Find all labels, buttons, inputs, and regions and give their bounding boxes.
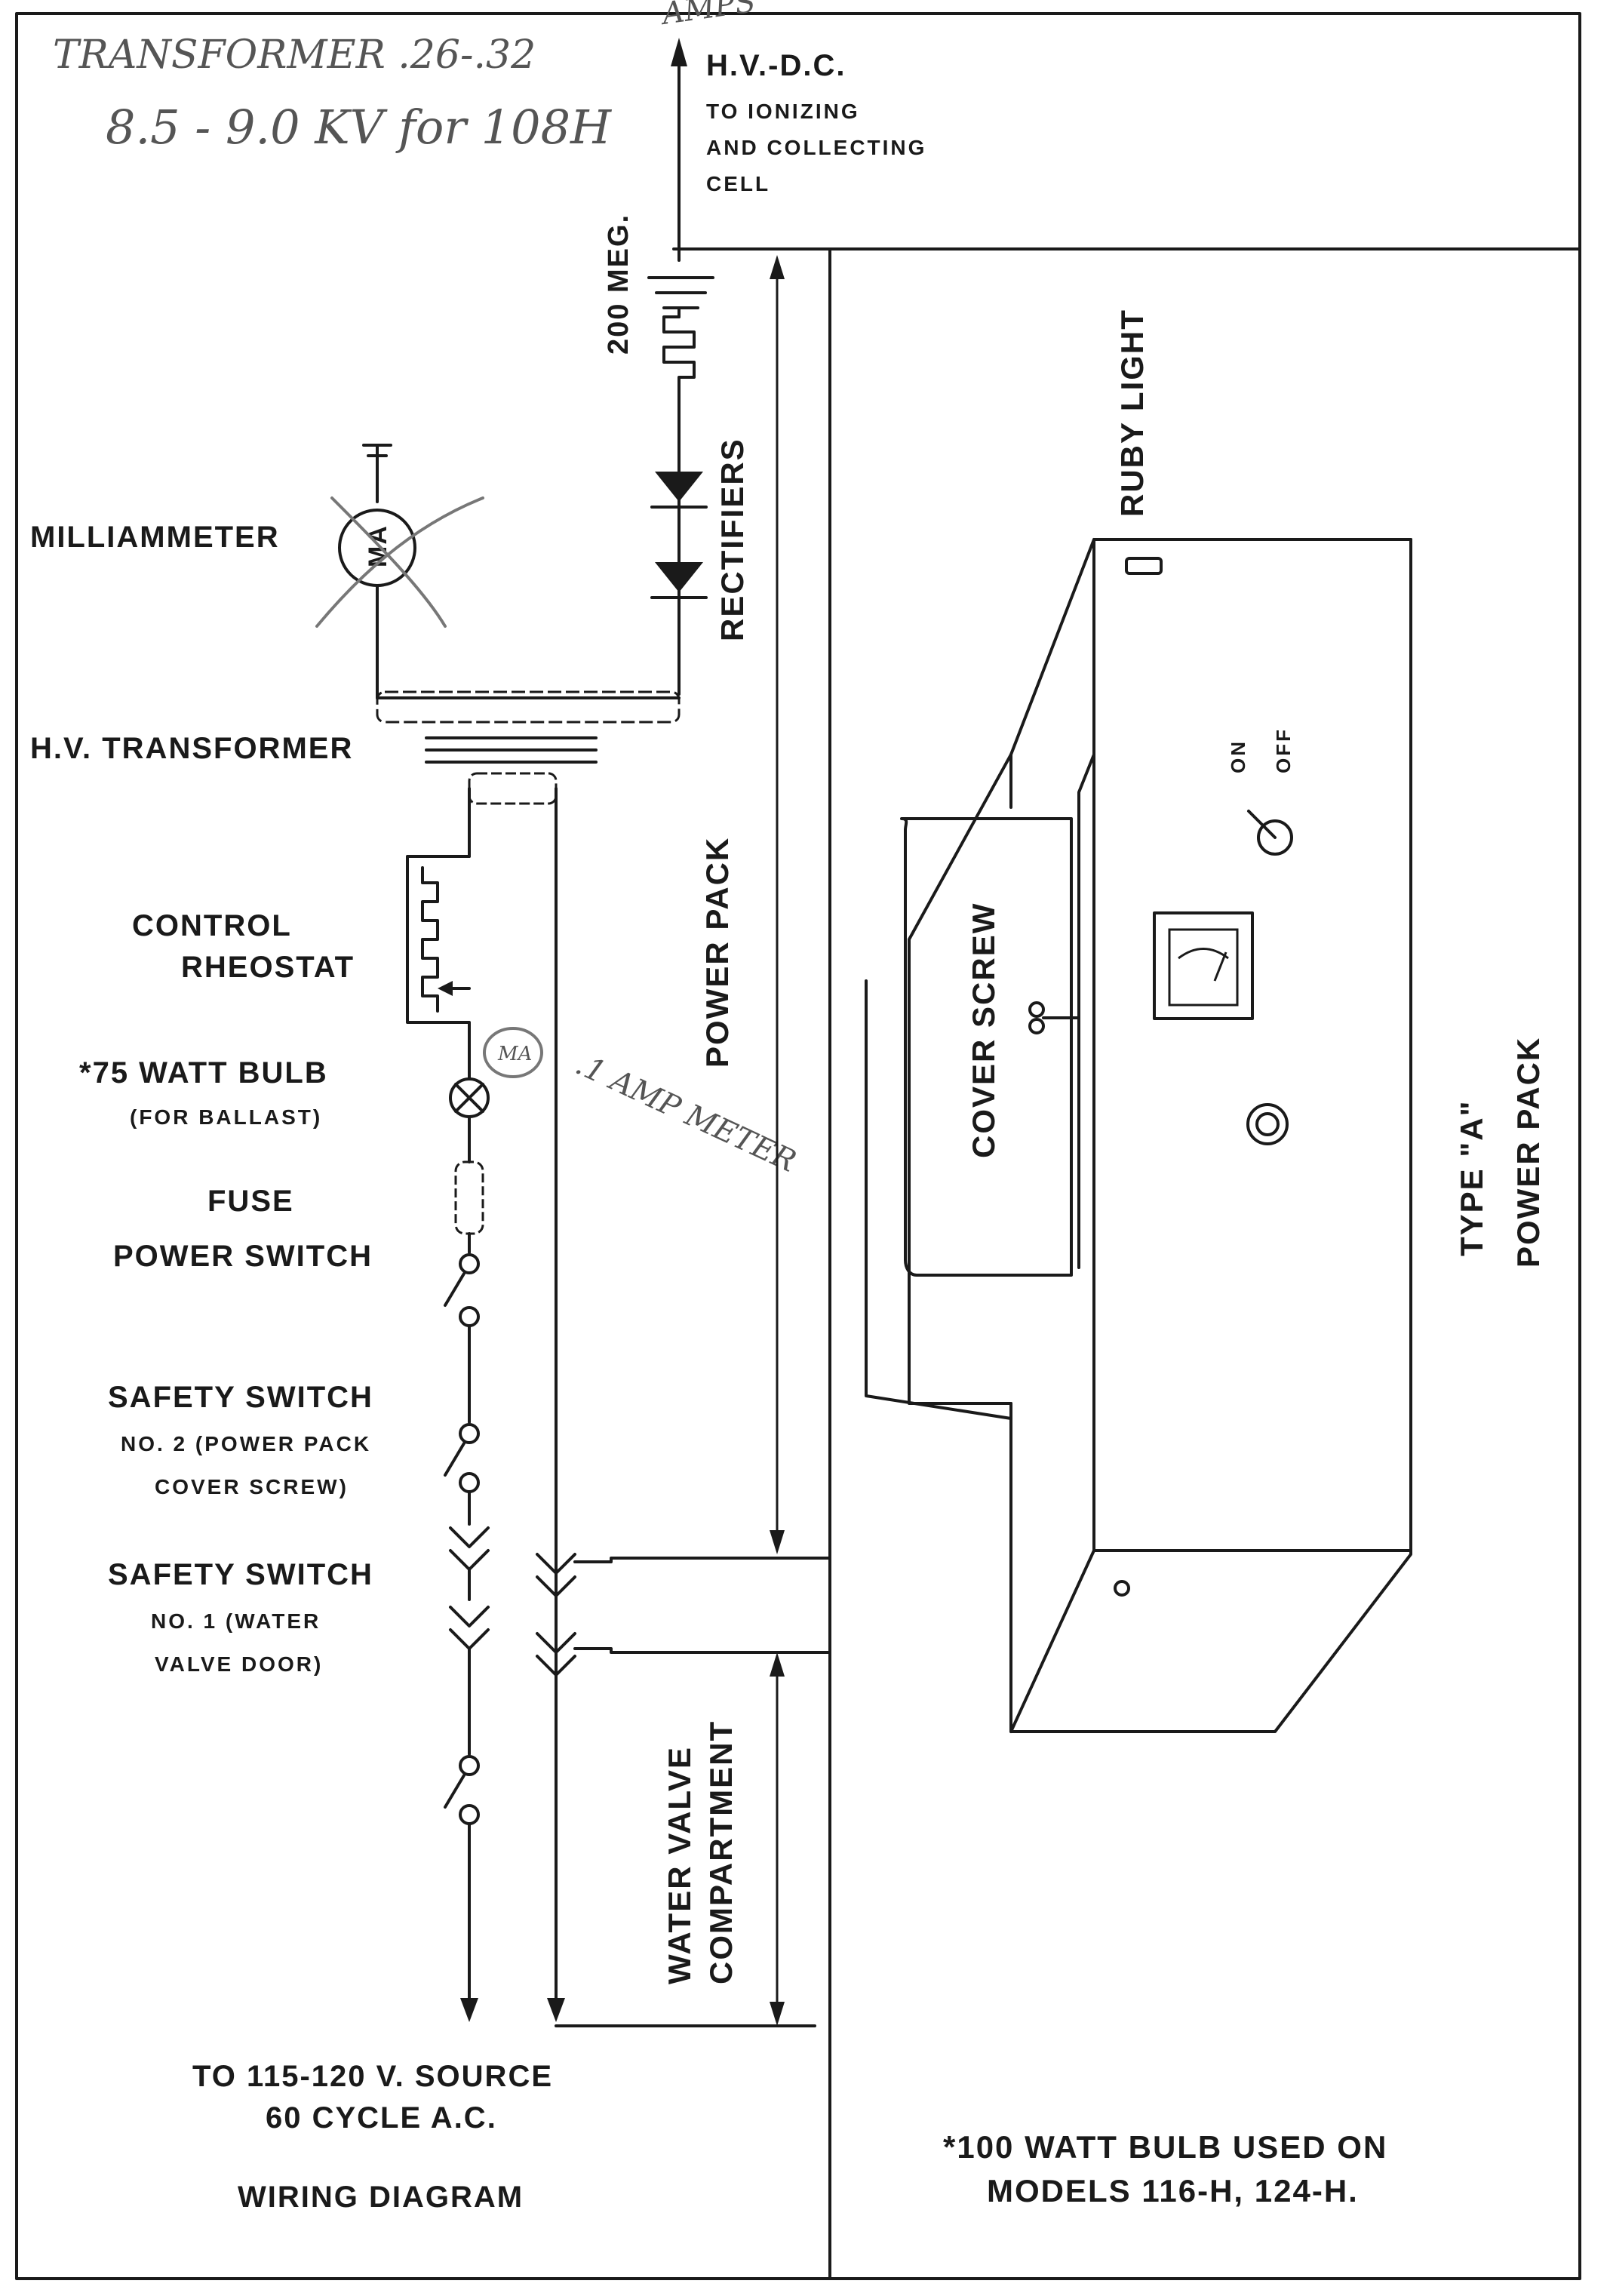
off-label: OFF	[1272, 727, 1295, 773]
type-power-pack-label: POWER PACK	[1510, 1037, 1546, 1268]
rectifiers-label: RECTIFIERS	[714, 438, 750, 641]
fuse: FUSE	[207, 1160, 484, 1254]
milliammeter: MA MILLIAMMETER	[30, 444, 484, 699]
resistor-200-meg: 200 MEG.	[603, 214, 714, 394]
power-pack-dimension: POWER PACK	[699, 255, 785, 1554]
pencil-ma-annotation: MA .1 AMP METER	[483, 1027, 801, 1179]
lower-switch	[444, 1755, 480, 2022]
power-pack-label: POWER PACK	[699, 837, 735, 1068]
resistor-label: 200 MEG.	[603, 214, 634, 355]
knob-icon	[1246, 1103, 1289, 1145]
ma-circle-note: MA	[497, 1043, 532, 1065]
power-pack-box: RUBY LIGHT ON OFF COVER SCREW TYPE "A" P…	[865, 309, 1546, 2208]
bulb-note: (FOR BALLAST)	[130, 1105, 322, 1129]
panel-meter-icon	[1153, 911, 1254, 1020]
safety-switch-2: SAFETY SWITCH NO. 2 (POWER PACK COVER SC…	[108, 1381, 480, 1526]
ballast-bulb: *75 WATT BULB (FOR BALLAST)	[79, 1056, 490, 1129]
page-frame	[15, 12, 1581, 2280]
primary-wires	[468, 787, 565, 2022]
safety-switch-2-line1: NO. 2 (POWER PACK	[121, 1432, 371, 1455]
ruby-light-label: RUBY LIGHT	[1114, 309, 1150, 517]
safety-switch-1: SAFETY SWITCH NO. 1 (WATER VALVE DOOR)	[108, 1526, 576, 1756]
water-valve-compartment: WATER VALVE COMPARTMENT	[555, 1557, 831, 2027]
fuse-label: FUSE	[207, 1185, 294, 1218]
power-switch-label: POWER SWITCH	[113, 1240, 373, 1273]
small-screw-icon	[1114, 1580, 1130, 1597]
rheostat-label-1: CONTROL	[132, 909, 292, 942]
source-line-2: 60 CYCLE A.C.	[266, 2101, 497, 2135]
milliammeter-label: MILLIAMMETER	[30, 521, 280, 554]
toggle-switch-icon	[1247, 810, 1293, 856]
transformer-label: H.V. TRANSFORMER	[30, 732, 353, 765]
wiring-diagram-title: WIRING DIAGRAM	[238, 2181, 524, 2214]
hv-dc-line1: TO IONIZING	[706, 100, 860, 123]
type-a-label: TYPE "A"	[1454, 1099, 1489, 1256]
handwritten-note-top: AMPS	[657, 0, 757, 32]
ruby-light-icon	[1125, 557, 1163, 575]
cover-screw-icon	[1028, 1001, 1080, 1034]
on-label: ON	[1227, 739, 1249, 773]
control-rheostat: CONTROL RHEOSTAT	[132, 855, 471, 1028]
safety-switch-1-line2: VALVE DOOR)	[155, 1652, 323, 1676]
footnote-line-2: MODELS 116-H, 124-H.	[987, 2173, 1359, 2208]
footnote-line-1: *100 WATT BULB USED ON	[943, 2129, 1387, 2165]
hv-dc-title: H.V.-D.C.	[706, 49, 846, 82]
safety-switch-1-title: SAFETY SWITCH	[108, 1558, 373, 1591]
safety-switch-1-line1: NO. 1 (WATER	[151, 1609, 321, 1633]
handwritten-note-2: 8.5 - 9.0 KV for 108H	[106, 100, 613, 155]
ma-note: .1 AMP METER	[570, 1047, 801, 1179]
bulb-label: *75 WATT BULB	[79, 1056, 328, 1090]
source-line-1: TO 115-120 V. SOURCE	[192, 2060, 553, 2093]
safety-switch-2-line2: COVER SCREW)	[155, 1475, 349, 1498]
safety-switch-2-title: SAFETY SWITCH	[108, 1381, 373, 1414]
rheostat-label-2: RHEOSTAT	[181, 951, 355, 984]
power-switch: POWER SWITCH	[113, 1240, 480, 1424]
water-valve-label-2: COMPARTMENT	[703, 1720, 739, 1984]
handwritten-note-1: TRANSFORMER .26-.32	[53, 32, 536, 78]
cover-screw-label: COVER SCREW	[966, 902, 1001, 1158]
hv-dc-output: H.V.-D.C. TO IONIZING AND COLLECTING CEL…	[671, 38, 926, 262]
hv-transformer: H.V. TRANSFORMER	[30, 690, 681, 805]
hv-dc-line2: AND COLLECTING	[706, 136, 926, 159]
water-valve-label-1: WATER VALVE	[662, 1746, 697, 1984]
hv-dc-line3: CELL	[706, 172, 770, 195]
rectifiers: RECTIFIERS	[650, 391, 750, 696]
